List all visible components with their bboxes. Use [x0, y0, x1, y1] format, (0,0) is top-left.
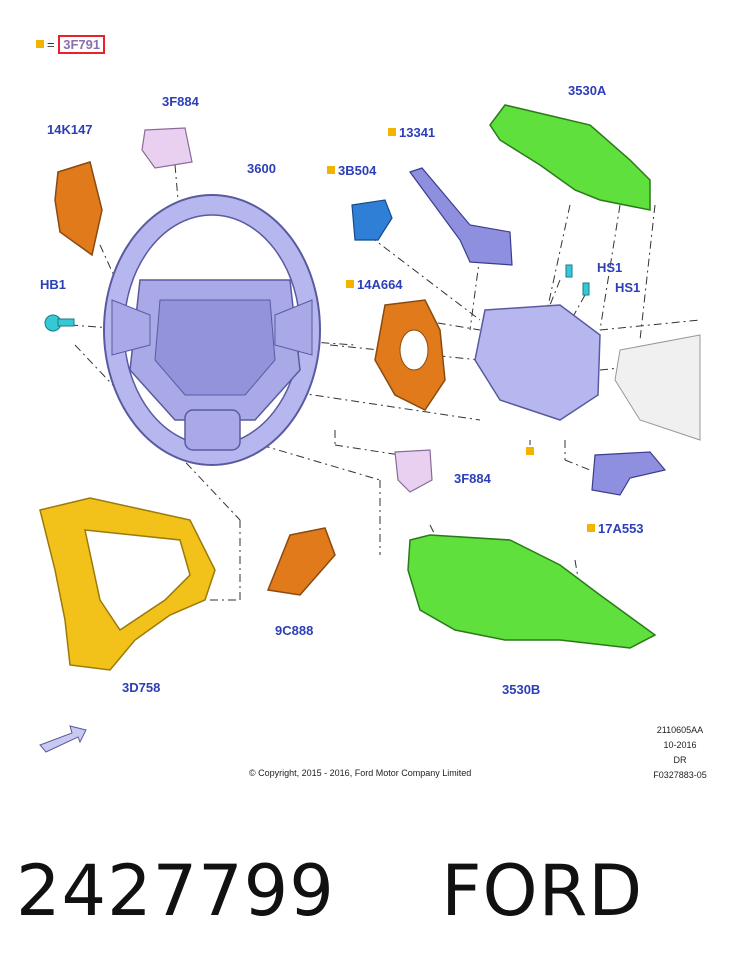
ref-date: 10-2016	[663, 740, 697, 750]
marker-square-icon	[526, 447, 534, 455]
marker-square-icon	[388, 128, 396, 136]
legend-ref: 3F791	[58, 35, 106, 54]
direction-arrow-icon	[39, 725, 87, 753]
label-3600: 3600	[247, 161, 276, 176]
label-HB1: HB1	[40, 277, 67, 292]
label-3F884-bottom: 3F884	[454, 471, 491, 486]
legend-equals: =	[47, 37, 55, 52]
marker-square-icon	[346, 280, 354, 288]
label-3530B: 3530B	[502, 682, 541, 697]
switch-9C888	[266, 527, 336, 596]
copyright-text: © Copyright, 2015 - 2016, Ford Motor Com…	[249, 768, 472, 778]
steering-column	[614, 334, 701, 441]
part-3B504	[351, 199, 393, 241]
label-17A553: 17A553	[587, 521, 644, 536]
stalk-13341	[409, 167, 513, 266]
label-14K147: 14K147	[47, 122, 93, 137]
label-HS1-b: HS1	[615, 280, 641, 295]
reference-block: 2110605AA 10-2016 DR F0327883-05	[640, 723, 720, 783]
label-HS1-a: HS1	[597, 260, 623, 275]
shroud-3530B	[407, 534, 657, 649]
marker-square-icon	[327, 166, 335, 174]
diagram-drawing	[39, 104, 701, 753]
shroud-3530A	[489, 104, 651, 211]
brand-name: FORD	[441, 850, 644, 932]
label-3530A: 3530A	[568, 83, 607, 98]
bolt-HB1	[44, 314, 75, 332]
parts-diagram: = 3F791 14K147 3F884 3600 13341 3530A 3B…	[36, 35, 720, 783]
switch-housing	[474, 304, 601, 421]
label-3D758: 3D758	[122, 680, 161, 695]
label-14A664: 14A664	[346, 277, 403, 292]
steering-wheel-3600	[103, 194, 321, 466]
bezel-3D758	[39, 497, 216, 671]
paddle-3F884-top	[141, 127, 193, 169]
screws-HS1	[565, 264, 590, 296]
clockspring-14A664	[374, 299, 446, 411]
marker-square-icon	[36, 40, 44, 48]
part-number: 2427799	[16, 850, 335, 932]
ref-fig: F0327883-05	[653, 770, 707, 780]
paddle-3F884-bottom	[394, 449, 433, 493]
label-9C888: 9C888	[275, 623, 314, 638]
label-13341: 13341	[388, 125, 435, 140]
legend: = 3F791	[36, 35, 106, 54]
stalk-17A553	[591, 451, 667, 496]
label-3F884-top: 3F884	[162, 94, 199, 109]
switch-14K147	[54, 161, 103, 257]
ref-dr: DR	[673, 755, 687, 765]
marker-square-icon	[587, 524, 595, 532]
footer-caption: 2427799 FORD	[16, 850, 643, 932]
ref-code: 2110605AA	[656, 725, 704, 735]
label-3B504: 3B504	[327, 163, 376, 178]
